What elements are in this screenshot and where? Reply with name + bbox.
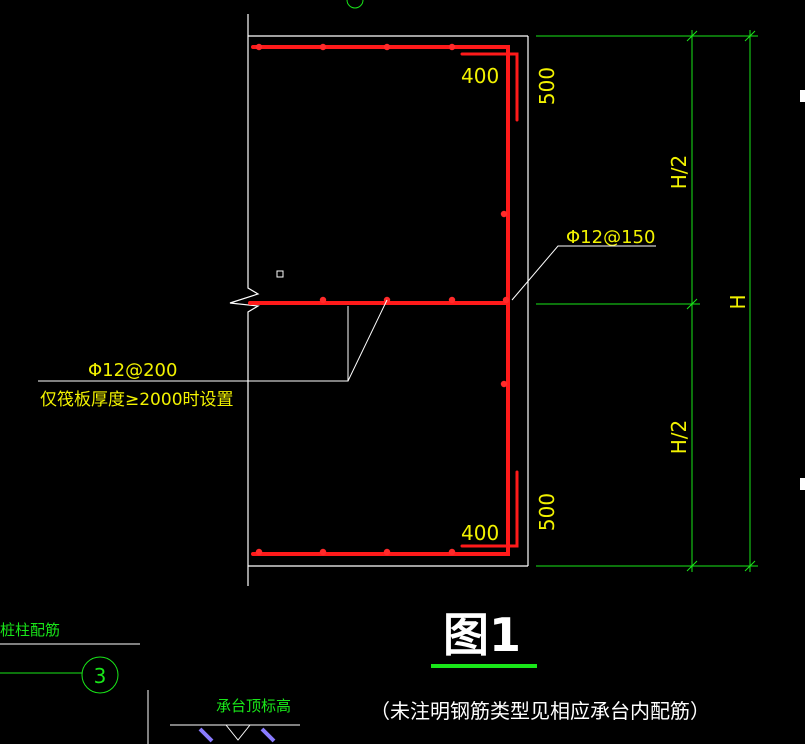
rebar-dot — [500, 210, 508, 218]
dim-tick — [686, 560, 698, 572]
rebar-dot — [319, 43, 327, 51]
rebar-dot — [319, 296, 327, 304]
leader-lines — [38, 245, 656, 382]
dim-500-top: 500 — [535, 67, 559, 105]
dim-tick — [744, 560, 756, 572]
elevation-triangle — [225, 724, 251, 741]
middle-bar-leader — [38, 306, 349, 382]
section-mark — [260, 727, 276, 743]
side-bar-leader — [511, 245, 656, 301]
middle-bar-note: 仅筏板厚度≥2000时设置 — [40, 390, 234, 410]
rebar-group — [248, 45, 519, 556]
hook-length-top: 400 — [461, 64, 499, 88]
dim-half-lower: H/2 — [667, 420, 691, 455]
small-marker — [276, 270, 284, 278]
dim-half-upper: H/2 — [667, 155, 691, 190]
main-rebar-loop — [251, 45, 510, 556]
dim-total-h: H — [726, 294, 750, 309]
dimension-lines — [536, 30, 758, 572]
hook-length-bottom: 400 — [461, 521, 499, 545]
middle-bar-label: Φ12@200 — [88, 360, 177, 381]
callout-number: 3 — [94, 664, 107, 688]
pile-reinforcement-label: 桩柱配筋 — [0, 621, 60, 639]
callout-circle — [81, 656, 119, 694]
rebar-dot — [383, 548, 391, 556]
rebar-dot — [255, 43, 263, 51]
rebar-dot — [448, 43, 456, 51]
rebar-dots — [255, 43, 510, 556]
dim-tick — [686, 298, 698, 310]
title-underline — [431, 664, 537, 668]
dim-tick — [744, 30, 756, 42]
edge-marker — [800, 90, 805, 102]
figure-title: 图1 — [443, 608, 521, 662]
figure-note: （未注明钢筋类型见相应承台内配筋） — [370, 699, 710, 723]
rebar-dot — [502, 296, 510, 304]
rebar-dot — [383, 43, 391, 51]
top-hook — [460, 52, 519, 122]
dim-tick — [686, 30, 698, 42]
cap-top-elevation-label: 承台顶标高 — [216, 697, 291, 715]
dim-500-bottom: 500 — [535, 493, 559, 531]
section-mark — [198, 727, 214, 743]
rebar-dot — [255, 548, 263, 556]
rebar-dot — [319, 548, 327, 556]
middle-bar-leader-diagonal — [347, 299, 388, 382]
rebar-dot — [448, 296, 456, 304]
partial-circle-symbol — [346, 0, 364, 9]
cap-outline — [229, 14, 529, 586]
side-bar-label: Φ12@150 — [566, 227, 655, 248]
bottom-hook — [460, 470, 519, 548]
rebar-dot — [448, 548, 456, 556]
left-edge-break-line — [229, 14, 260, 586]
rebar-dot — [500, 380, 508, 388]
edge-marker — [800, 478, 805, 490]
